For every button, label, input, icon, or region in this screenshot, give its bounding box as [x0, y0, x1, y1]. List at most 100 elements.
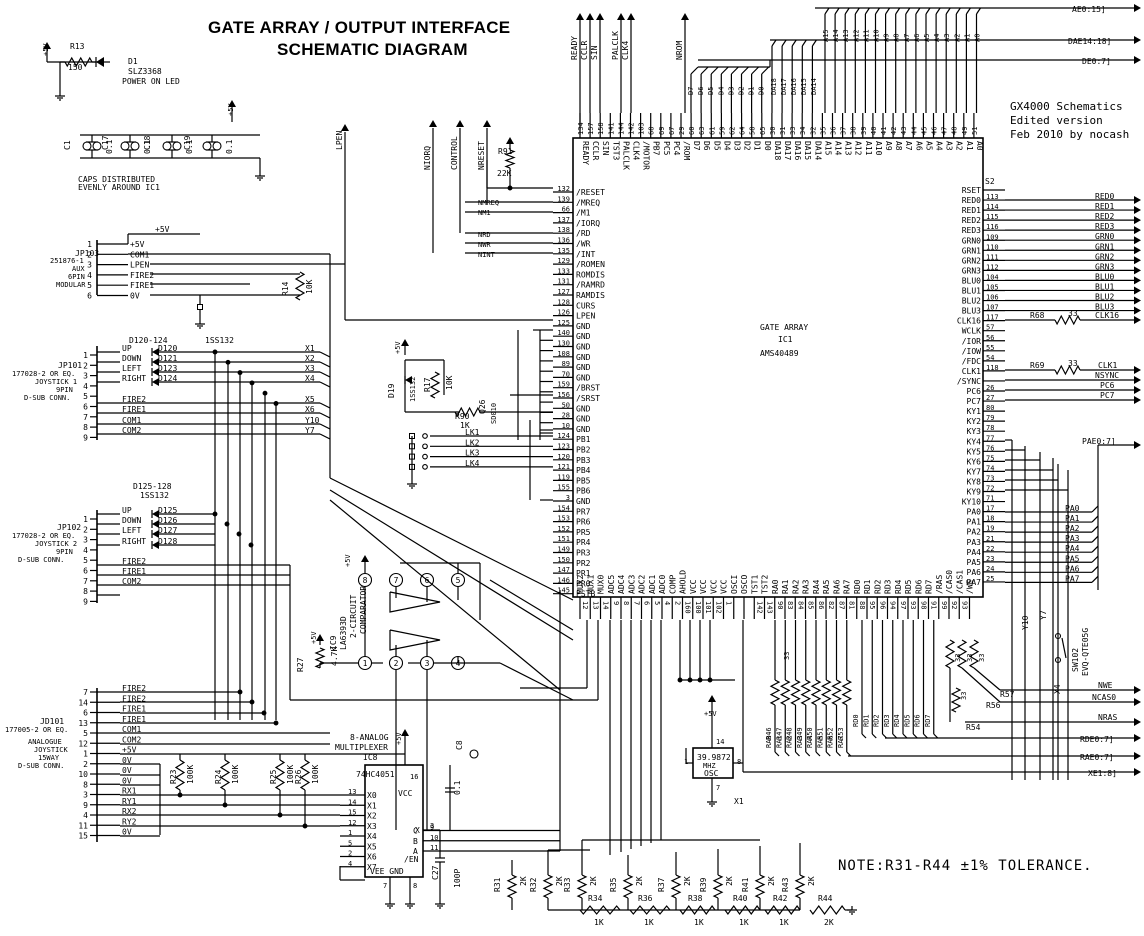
ic8-input-label: X0 — [367, 791, 377, 800]
vcc-label: +5V — [394, 341, 402, 354]
analog-pin-label: COM2 — [122, 735, 141, 744]
ic8-pin-number: 7 — [383, 882, 387, 890]
ic8-pin-number: 8 — [413, 882, 417, 890]
connector-pin-number: 12 — [78, 739, 88, 748]
wire — [1091, 555, 1099, 563]
rgb-output-label: BLU3 — [1095, 303, 1114, 312]
ic1-pin-signal: A9 — [884, 141, 893, 151]
ic1-pin-signal: RED3 — [962, 226, 981, 235]
ic1-pin-signal: VCC — [699, 579, 708, 594]
jd101-part: 177005-2 OR EQ. — [5, 726, 68, 734]
top-signal-label: CCLR — [580, 41, 589, 60]
resistor-ra — [769, 679, 781, 706]
ic8-title: 8-ANALOG — [350, 733, 389, 742]
ic1-pin-signal: A1 — [965, 141, 974, 151]
jp102-ref: JP102 — [57, 523, 81, 532]
ic1-pin-number: 57 — [986, 324, 994, 332]
wire — [720, 66, 729, 75]
ic1-pin-number: 121 — [557, 463, 570, 471]
wire — [710, 66, 719, 75]
ic1-pin-signal: CURS — [576, 301, 595, 310]
jp103-text: MODULAR — [56, 281, 86, 289]
ic1-pin-number: 36 — [830, 127, 838, 135]
bus-signal-label: DA16 — [790, 78, 798, 95]
ic9-title: 2-CIRCUIT — [349, 594, 358, 638]
c8-ref: C8 — [455, 740, 464, 750]
ic1-pin-number: 134 — [577, 122, 585, 135]
jumper-pad — [422, 464, 428, 470]
bus-signal-label: A1 — [963, 34, 971, 42]
ic1-pin-signal: RA2 — [791, 579, 800, 594]
diode-ref: D127 — [158, 526, 177, 535]
wire — [329, 477, 574, 601]
rgb-output-label: BLU2 — [1095, 293, 1114, 302]
wire — [771, 39, 777, 47]
d1-ref: D1 — [128, 57, 138, 66]
signal-arrow-palclk — [617, 13, 625, 20]
ic1-pin-signal: KY1 — [967, 407, 982, 416]
ic1-pin-signal: D3 — [733, 141, 742, 151]
ic1-pin-signal: PA3 — [967, 538, 982, 547]
ic1-pin-signal: VCC — [689, 579, 698, 594]
ic1-pin-number: 120 — [557, 453, 570, 461]
ic1-pin-signal: GND — [576, 404, 591, 413]
ic1-pin-number: 58 — [749, 127, 757, 135]
ic1-pin-signal: A13 — [844, 141, 853, 156]
ic1-pin-signal: PA1 — [967, 518, 982, 527]
ic1-pin-signal: A2 — [955, 141, 964, 151]
ic1-pin-number: 152 — [557, 525, 570, 533]
signal-arrow — [1134, 376, 1141, 384]
ic8-pin-number: 11 — [430, 844, 438, 852]
nsync-label: NSYNC — [1095, 371, 1119, 380]
cap-pad — [82, 141, 92, 151]
ic1-pin-number: 151 — [557, 535, 570, 543]
ic1-pin-signal: RD5 — [904, 579, 913, 594]
wire — [811, 39, 817, 47]
wire — [925, 7, 931, 15]
ic8-pin-number: 14 — [348, 798, 356, 806]
connector-pin-number: 14 — [78, 698, 88, 707]
vcc-arrow — [43, 42, 51, 49]
ic1-pin-signal: /WE — [966, 579, 975, 594]
analog-pin-label: RY1 — [122, 797, 137, 806]
resistor-ladder-1k — [679, 904, 716, 916]
jumper-pad — [422, 443, 428, 450]
pulldown-value: 100K — [231, 765, 240, 784]
c8-value: 0.1 — [453, 780, 462, 795]
resistor-ladder-1k — [809, 904, 846, 916]
signal-arrow-cclr — [586, 13, 594, 20]
ladder-value: 1K — [739, 918, 749, 927]
ic1-pin-number: 49 — [961, 127, 969, 135]
top-signal-label: SIN — [590, 45, 599, 60]
net-label-x: X5 — [305, 395, 315, 404]
junction-dot — [273, 720, 279, 726]
ic1-pin-signal: PALCLK — [621, 141, 630, 170]
joystick-pin-label: LEFT — [122, 364, 141, 373]
vcc-label: +5V — [42, 43, 50, 56]
signal-arrow — [1134, 366, 1141, 374]
wire — [885, 7, 891, 15]
r91-ref: R91 — [498, 147, 513, 156]
rgb-output-label: RED2 — [1095, 212, 1114, 221]
ic1-pin-signal: /RAMRD — [576, 281, 605, 290]
c27-value: 100P — [453, 869, 462, 888]
ic1-pin-signal: RAMDIS — [576, 291, 605, 300]
resistor-ladder-2k — [576, 874, 588, 899]
ic9-pin-number: 7 — [394, 576, 399, 585]
ic1-pin-signal: PSTB — [576, 590, 595, 599]
wire — [781, 39, 787, 47]
wire — [955, 7, 961, 15]
joystick-pin-label: UP — [122, 506, 132, 515]
ic1-pin-signal: PA6 — [967, 568, 982, 577]
bus-signal-label: A3 — [943, 34, 951, 42]
ic1-pin-number: 125 — [557, 319, 570, 327]
resistor-ladder-2k — [670, 874, 682, 899]
ic1-pin-signal: PB5 — [576, 476, 591, 485]
ic1-pin-number: 153 — [557, 515, 570, 523]
wire — [846, 751, 852, 757]
joystick-pin-label: LEFT — [122, 526, 141, 535]
ic1-pin-number: 2 — [673, 601, 681, 605]
schematic-title-line2: SCHEMATIC DIAGRAM — [277, 40, 468, 59]
ic1-pin-signal: TST1 — [750, 575, 759, 594]
ic8-pin-number: 12 — [348, 819, 356, 827]
